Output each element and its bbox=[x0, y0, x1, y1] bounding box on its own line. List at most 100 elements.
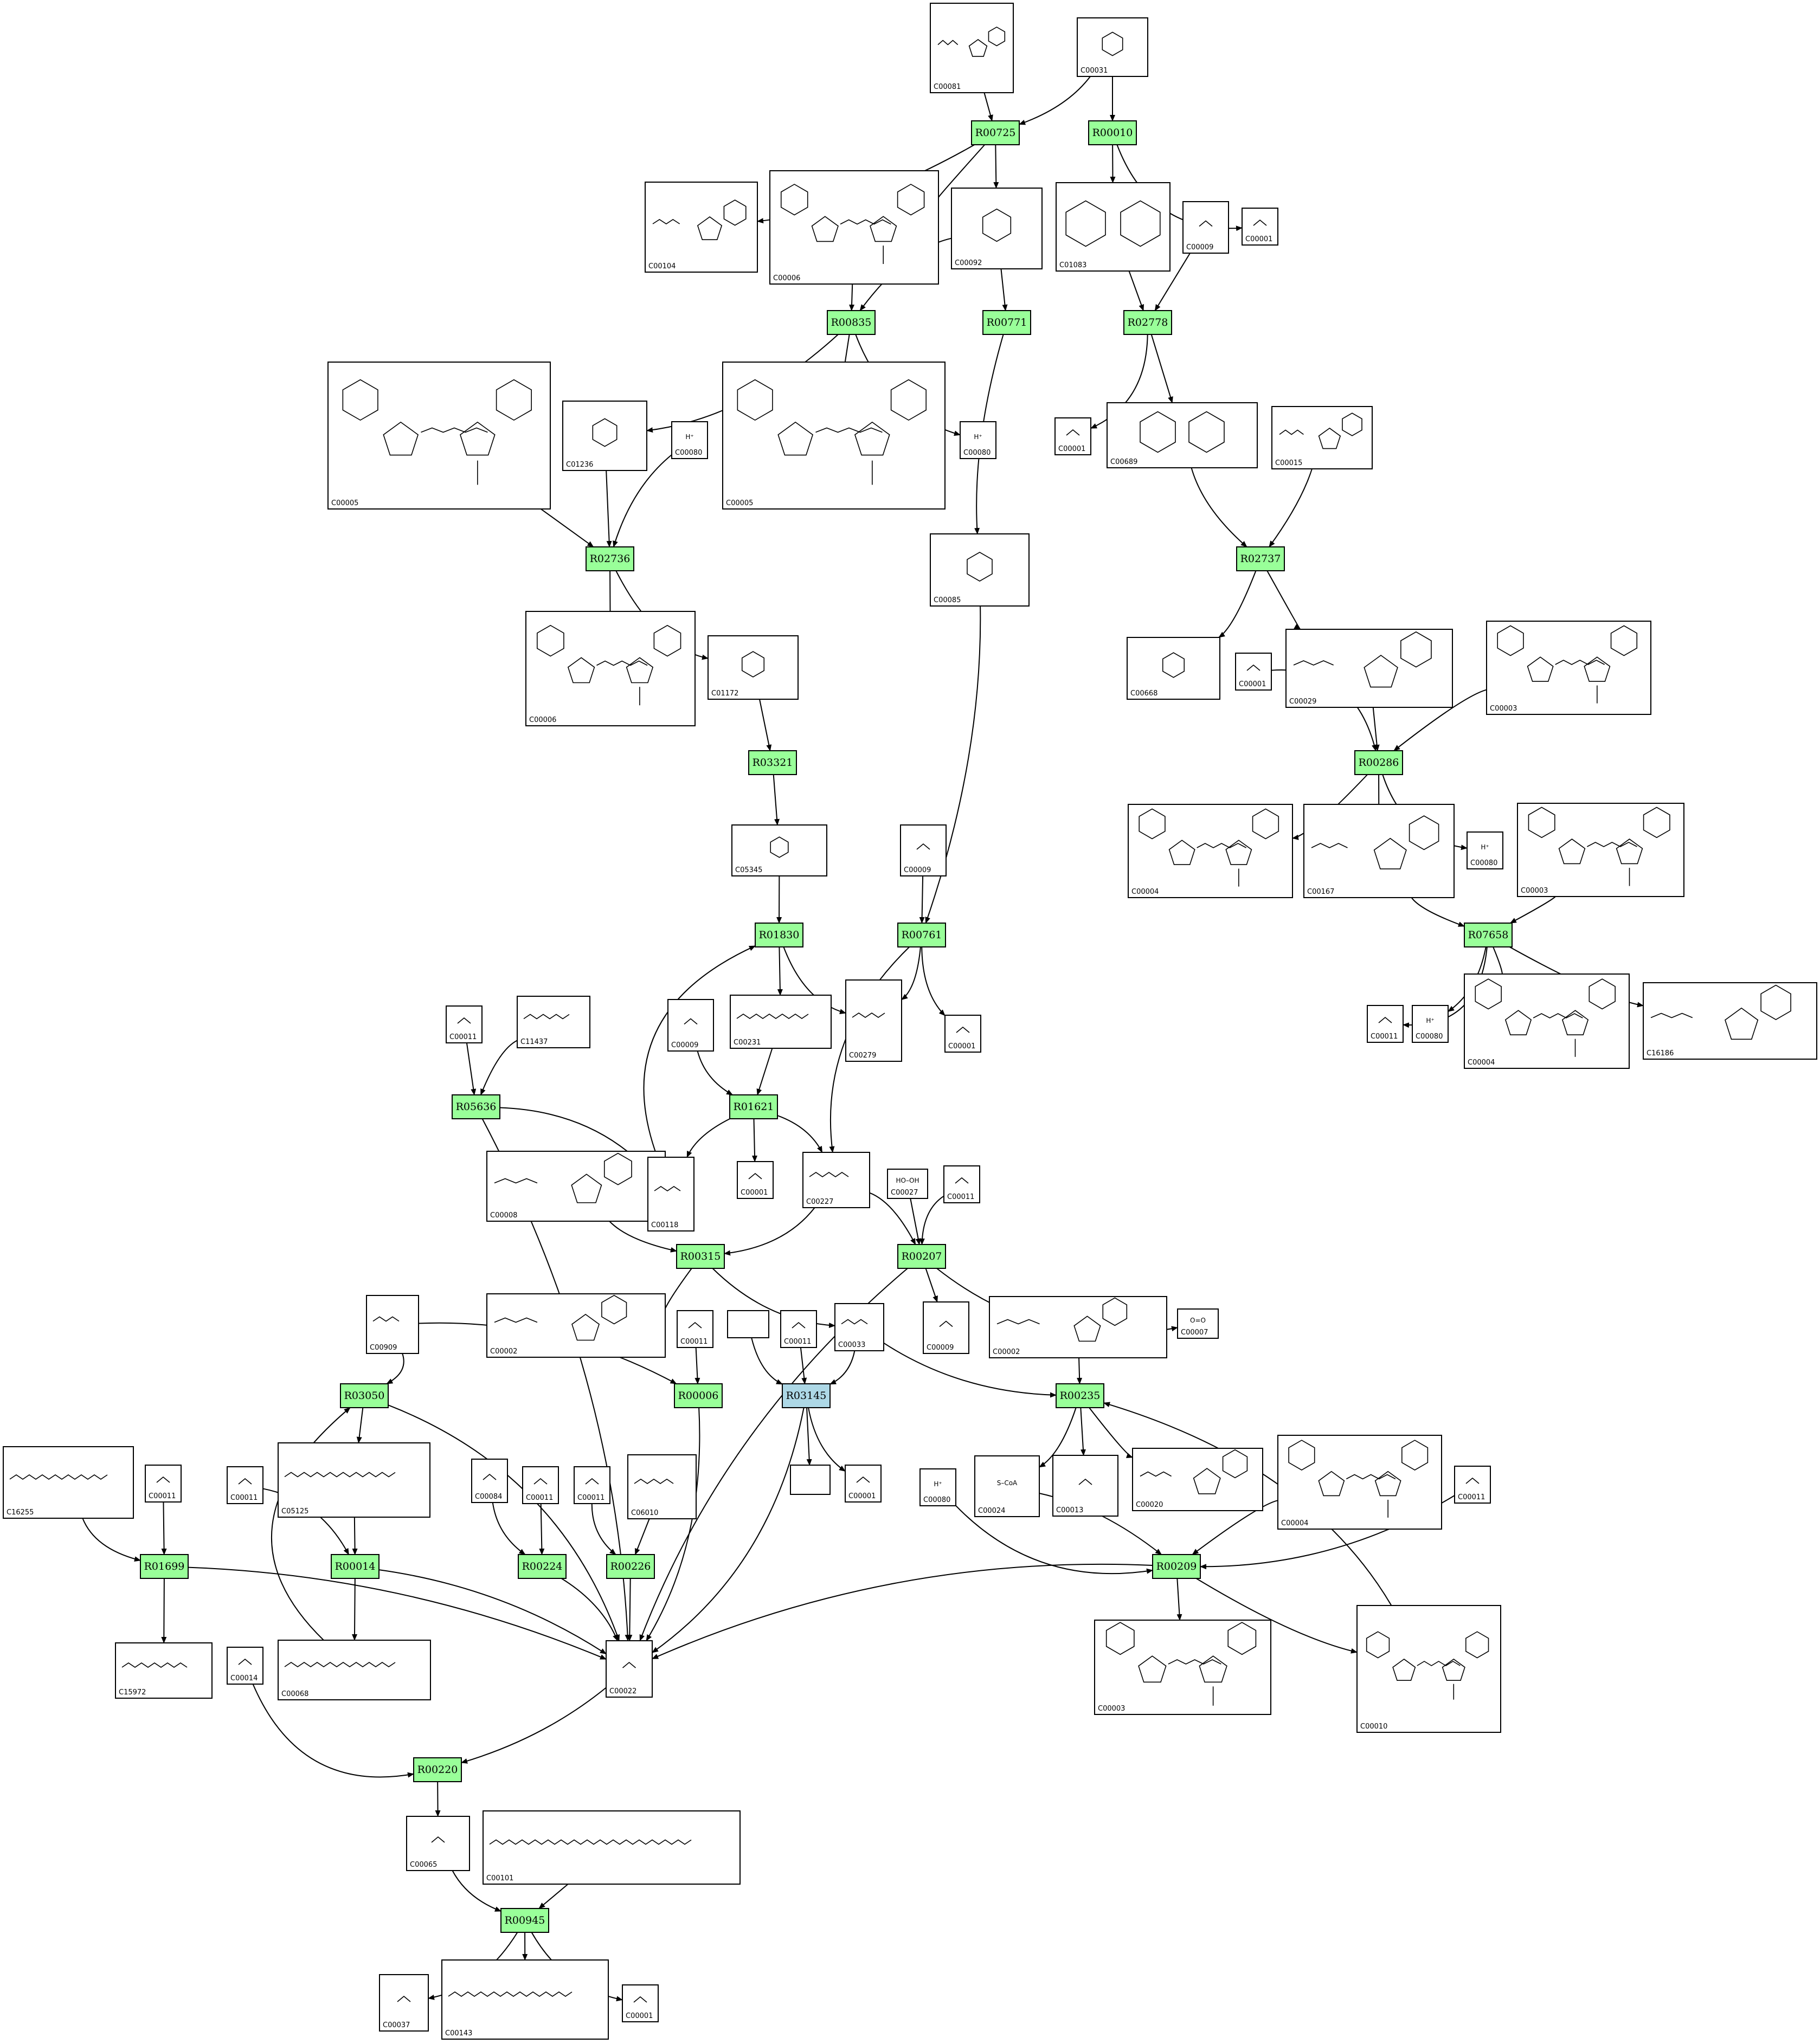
compound-node[interactable]: C00092 bbox=[951, 188, 1043, 269]
reaction-node[interactable]: R02778 bbox=[1123, 310, 1172, 335]
compound-node[interactable]: C00011 bbox=[1454, 1466, 1491, 1504]
compound-node[interactable]: C00006 bbox=[769, 170, 939, 285]
reaction-node[interactable]: R00235 bbox=[1056, 1383, 1104, 1408]
compound-node[interactable]: C00085 bbox=[930, 533, 1030, 607]
compound-node[interactable]: C01236 bbox=[562, 401, 647, 471]
reaction-node[interactable]: R00006 bbox=[674, 1383, 723, 1408]
compound-node[interactable]: C00279 bbox=[845, 979, 902, 1062]
compound-node[interactable]: C16186 bbox=[1643, 982, 1817, 1060]
compound-node[interactable]: C00167 bbox=[1303, 804, 1455, 898]
reaction-node[interactable]: R00286 bbox=[1354, 750, 1403, 775]
reaction-node[interactable]: R00315 bbox=[676, 1244, 725, 1269]
compound-node[interactable]: H⁺C00080 bbox=[1467, 831, 1503, 869]
reaction-node[interactable]: R01621 bbox=[729, 1094, 778, 1119]
reaction-node[interactable]: R00761 bbox=[897, 923, 946, 947]
compound-node[interactable]: C00011 bbox=[1367, 1005, 1404, 1043]
reaction-node[interactable]: R01699 bbox=[140, 1554, 189, 1579]
compound-node[interactable]: C00668 bbox=[1127, 637, 1220, 700]
reaction-node[interactable]: R00835 bbox=[827, 310, 876, 335]
reaction-node[interactable]: R03145 bbox=[782, 1383, 831, 1408]
reaction-node[interactable]: R00014 bbox=[331, 1554, 380, 1579]
reaction-node[interactable]: R01830 bbox=[755, 923, 803, 947]
compound-node[interactable]: C00011 bbox=[446, 1005, 483, 1043]
compound-node[interactable]: C00001 bbox=[845, 1465, 882, 1503]
compound-node[interactable]: C00011 bbox=[780, 1310, 817, 1348]
compound-node[interactable]: C00002 bbox=[989, 1296, 1167, 1358]
compound-node[interactable]: C00004 bbox=[1464, 973, 1630, 1069]
reaction-node[interactable]: R03321 bbox=[748, 750, 797, 775]
reaction-node[interactable]: R02737 bbox=[1236, 546, 1285, 571]
compound-node[interactable]: C00010 bbox=[1356, 1605, 1501, 1733]
reaction-node[interactable]: R02736 bbox=[586, 546, 634, 571]
compound-node[interactable]: C00004 bbox=[1128, 804, 1293, 898]
reaction-node[interactable]: R00226 bbox=[606, 1554, 655, 1579]
compound-node[interactable]: C00003 bbox=[1517, 803, 1684, 897]
reaction-node[interactable]: R00010 bbox=[1088, 120, 1137, 145]
reaction-node[interactable]: R00224 bbox=[518, 1554, 567, 1579]
compound-node[interactable]: C00011 bbox=[574, 1466, 610, 1504]
compound-node[interactable]: C00029 bbox=[1285, 629, 1453, 708]
compound-node[interactable]: C05345 bbox=[731, 824, 827, 876]
compound-node[interactable]: C00001 bbox=[944, 1015, 981, 1053]
compound-node[interactable]: C06010 bbox=[627, 1454, 697, 1519]
compound-node[interactable]: C00227 bbox=[802, 1152, 870, 1208]
compound-node[interactable]: C00005 bbox=[722, 362, 946, 510]
compound-node[interactable]: C00020 bbox=[1132, 1448, 1263, 1511]
compound-node[interactable]: C00003 bbox=[1094, 1620, 1271, 1715]
compound-node[interactable]: C00101 bbox=[483, 1810, 741, 1885]
compound-node[interactable]: H⁺C00080 bbox=[1412, 1005, 1449, 1043]
compound-node[interactable]: C00065 bbox=[406, 1816, 470, 1871]
compound-node[interactable]: C00084 bbox=[471, 1459, 508, 1503]
compound-node[interactable]: C15972 bbox=[115, 1642, 213, 1699]
compound-node[interactable] bbox=[727, 1310, 769, 1338]
compound-node[interactable]: C00001 bbox=[1235, 653, 1272, 691]
compound-node[interactable]: C00004 bbox=[1277, 1435, 1442, 1530]
compound-node[interactable]: C00104 bbox=[645, 182, 758, 273]
reaction-node[interactable]: R00725 bbox=[971, 120, 1020, 145]
compound-node[interactable]: C00231 bbox=[730, 995, 832, 1049]
compound-node[interactable]: C00013 bbox=[1052, 1455, 1118, 1517]
reaction-node[interactable]: R03050 bbox=[340, 1383, 389, 1408]
compound-node[interactable]: H⁺C00080 bbox=[919, 1468, 956, 1506]
compound-node[interactable]: C00081 bbox=[930, 3, 1014, 93]
compound-node[interactable]: C00011 bbox=[522, 1466, 559, 1504]
compound-node[interactable]: C00005 bbox=[327, 362, 551, 510]
compound-node[interactable]: H⁺C00080 bbox=[671, 421, 708, 459]
reaction-node[interactable]: R00207 bbox=[897, 1244, 946, 1269]
compound-node[interactable]: C00022 bbox=[606, 1640, 653, 1698]
compound-node[interactable]: C00037 bbox=[379, 1974, 429, 2032]
compound-node[interactable]: C16255 bbox=[3, 1446, 134, 1519]
reaction-node[interactable]: R00209 bbox=[1152, 1554, 1201, 1579]
compound-node[interactable]: C00014 bbox=[227, 1647, 263, 1685]
compound-node[interactable]: C00118 bbox=[647, 1157, 694, 1231]
compound-node[interactable]: C00009 bbox=[667, 999, 714, 1052]
reaction-node[interactable]: R00945 bbox=[500, 1908, 549, 1933]
compound-node[interactable]: C00008 bbox=[486, 1151, 666, 1222]
compound-node[interactable]: C00002 bbox=[486, 1293, 666, 1358]
reaction-node[interactable]: R05636 bbox=[452, 1094, 500, 1119]
reaction-node[interactable]: R07658 bbox=[1464, 923, 1513, 947]
compound-node[interactable]: C00011 bbox=[227, 1466, 263, 1504]
compound-node[interactable]: C00011 bbox=[677, 1310, 713, 1348]
compound-node[interactable]: C00011 bbox=[145, 1465, 182, 1503]
compound-node[interactable]: C00031 bbox=[1077, 17, 1148, 77]
compound-node[interactable]: C05125 bbox=[278, 1442, 430, 1518]
compound-node[interactable]: C00011 bbox=[943, 1165, 980, 1203]
compound-node[interactable]: C00909 bbox=[366, 1295, 419, 1354]
compound-node[interactable]: C00001 bbox=[622, 1984, 659, 2022]
reaction-node[interactable]: R00771 bbox=[982, 310, 1031, 335]
compound-node[interactable]: C01172 bbox=[708, 635, 799, 700]
compound-node[interactable]: C00001 bbox=[1054, 417, 1091, 455]
compound-node[interactable]: C00068 bbox=[278, 1640, 431, 1700]
compound-node[interactable] bbox=[790, 1465, 831, 1495]
compound-node[interactable]: C00009 bbox=[923, 1301, 969, 1354]
compound-node[interactable]: C11437 bbox=[517, 996, 590, 1048]
compound-node[interactable]: C01083 bbox=[1056, 182, 1171, 272]
compound-node[interactable]: C00001 bbox=[1242, 208, 1278, 246]
compound-node[interactable]: C00001 bbox=[737, 1161, 774, 1199]
compound-node[interactable]: H⁺C00080 bbox=[960, 421, 996, 459]
compound-node[interactable]: C00003 bbox=[1486, 621, 1651, 715]
